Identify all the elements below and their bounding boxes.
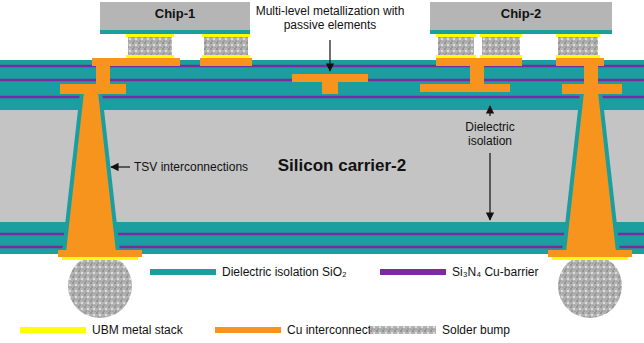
leader-line: [489, 106, 490, 116]
tsv: [64, 92, 618, 252]
cu-interconnect: [322, 82, 338, 94]
micro-bump: [556, 55, 600, 58]
micro-bump: [128, 37, 172, 56]
cu-interconnect: [556, 58, 604, 66]
micro-bump: [436, 55, 476, 58]
legend-entry: UBM metal stack: [20, 323, 183, 337]
legend-entry: Si₃N₄ Cu-barrier: [380, 265, 538, 279]
legend-text: Cu interconnect: [287, 323, 371, 337]
legend-text: Solder bump: [442, 323, 510, 337]
leader-line: [489, 153, 490, 220]
callout-label: TSV interconnections: [134, 160, 248, 174]
cu-interconnect: [92, 58, 180, 66]
micro-bump: [436, 34, 476, 37]
tsv: [564, 92, 618, 252]
cu-interconnect: [60, 84, 126, 94]
micro-bump: [480, 34, 522, 37]
chip-underside: [100, 30, 250, 34]
micro-bump: [202, 34, 250, 37]
cu-interconnect: [292, 74, 368, 82]
legend-entry: Dielectric isolation SiO₂: [150, 265, 347, 279]
legend-swatch: [380, 269, 446, 275]
cu-interconnect: [562, 84, 622, 94]
legend-swatch: [20, 327, 86, 333]
bottom-pad: [58, 250, 142, 257]
legend-entry: Cu interconnect: [215, 323, 371, 337]
cu-interconnect: [584, 66, 598, 86]
leader-line: [111, 40, 490, 220]
solder-bump: [68, 254, 132, 318]
legend-text: Dielectric isolation SiO₂: [222, 265, 347, 279]
leader-line: [329, 40, 330, 71]
micro-bump: [556, 34, 600, 37]
solder-texture: [370, 326, 436, 334]
micro-bump: [438, 37, 474, 56]
bottom-pad: [58, 250, 632, 257]
legend-swatch: [215, 327, 281, 333]
callout-label: Multi-level metallization with passive e…: [255, 4, 405, 32]
cu-interconnect: [436, 58, 522, 66]
micro-bump: [126, 34, 600, 58]
cu-interconnect: [60, 58, 622, 94]
micro-bump: [204, 37, 248, 56]
cu-interconnect: [200, 58, 252, 66]
chip-die: Chip-2: [430, 2, 612, 30]
cu-interconnect: [96, 64, 110, 86]
chip-label: Chip-1: [155, 6, 195, 21]
solder-bump: [558, 254, 622, 318]
chip-label: Chip-2: [501, 6, 541, 21]
micro-bump: [480, 55, 522, 58]
carrier-label: Silicon carrier-2: [278, 156, 407, 176]
leader-line: [111, 166, 130, 167]
chip-underside: [430, 30, 612, 34]
callout-label: Dielectric isolation: [450, 120, 530, 148]
micro-bump: [482, 37, 520, 56]
cu-interconnect: [470, 66, 484, 84]
micro-bump: [126, 34, 174, 37]
legend-swatch: [150, 269, 216, 275]
legend-text: Si₃N₄ Cu-barrier: [452, 265, 538, 279]
legend-text: UBM metal stack: [92, 323, 183, 337]
micro-bump: [202, 55, 250, 58]
micro-bump: [126, 55, 174, 58]
legend-entry: Solder bump: [370, 323, 510, 337]
micro-bump: [558, 37, 598, 56]
silicon-carrier: Silicon carrier-2: [0, 104, 644, 228]
tsv: [64, 92, 118, 252]
cu-interconnect: [420, 84, 510, 92]
ubm-stack: [62, 256, 628, 260]
legend-swatch: [370, 324, 436, 336]
chip-die: Chip-1: [100, 2, 250, 30]
solder-bump: [68, 254, 622, 318]
bottom-pad: [548, 250, 632, 257]
